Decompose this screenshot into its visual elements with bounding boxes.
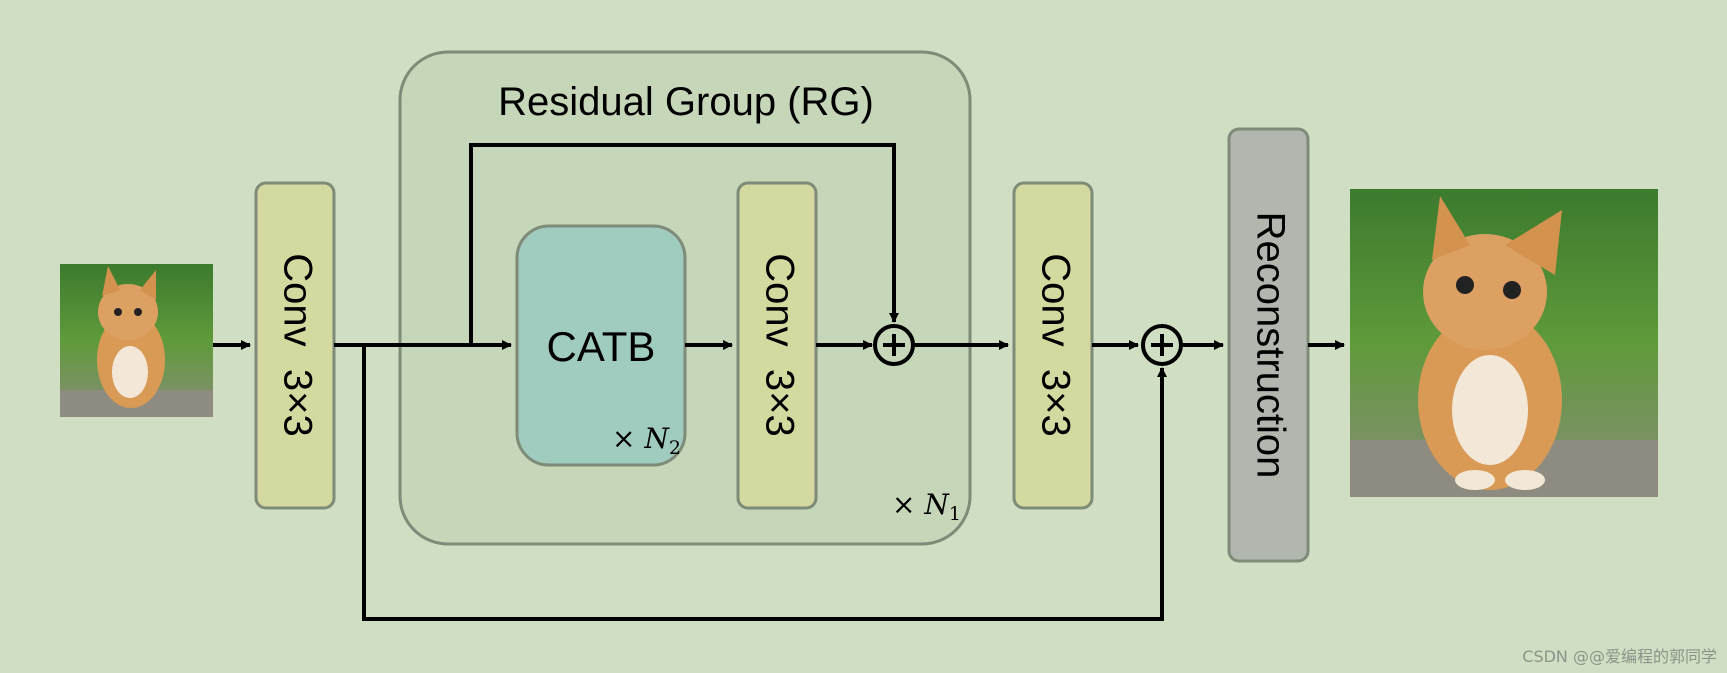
catb-label: CATB: [547, 323, 656, 370]
connections: [213, 143, 1345, 621]
reconstruction-label: Reconstruction: [1248, 212, 1292, 479]
conv-block-1-label: Conv 3×3: [275, 253, 319, 436]
conv-block-3-label: Conv 3×3: [1033, 253, 1077, 436]
watermark: CSDN @@爱编程的郭同学: [1522, 647, 1717, 666]
catb-repeat: × N2: [612, 422, 681, 459]
output-image: [1350, 189, 1658, 497]
add-node-1: [873, 324, 915, 366]
conv-block-2-label: Conv 3×3: [757, 253, 801, 436]
arrow-rg-skip: [469, 143, 899, 345]
arrow-global-skip: [362, 345, 1167, 621]
input-image: [60, 264, 213, 417]
add-node-2: [1141, 324, 1183, 366]
rg-repeat: × N1: [892, 488, 961, 525]
residual-group-title: Residual Group (RG): [498, 80, 874, 124]
